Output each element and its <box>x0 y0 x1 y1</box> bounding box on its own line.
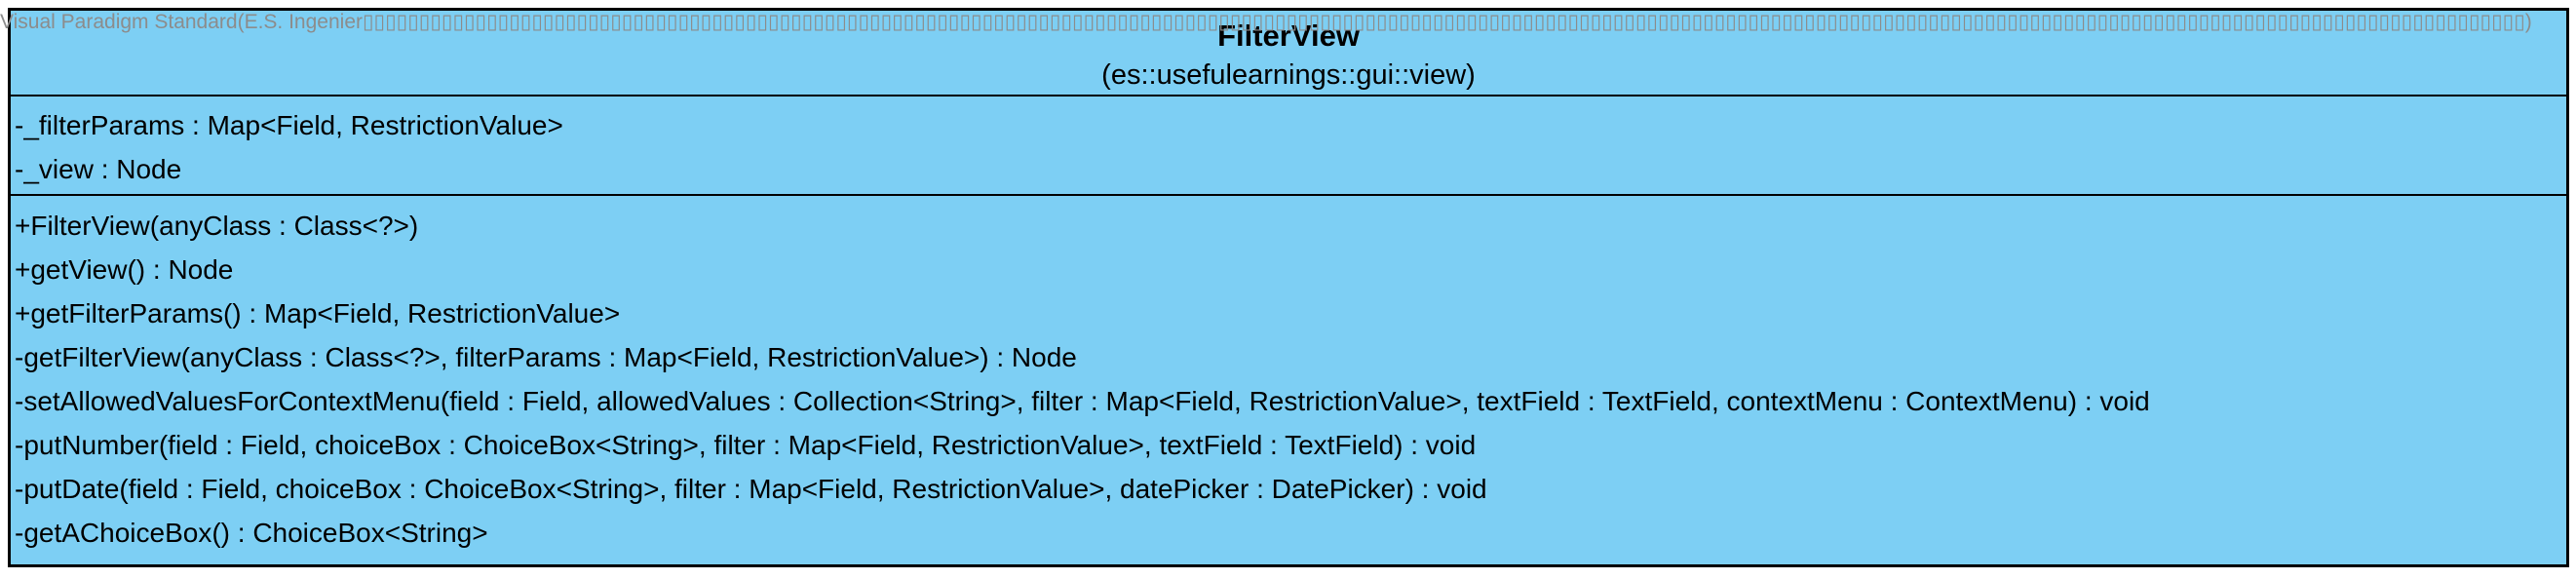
attribute-item: -_filterParams : Map<Field, RestrictionV… <box>15 110 563 140</box>
operation-item: -getFilterView(anyClass : Class<?>, filt… <box>15 342 1077 372</box>
attribute-item: -_view : Node <box>15 154 182 184</box>
class-header-compartment: FilterView (es::usefulearnings::gui::vie… <box>11 11 2566 96</box>
operation-item: -getAChoiceBox() : ChoiceBox<String> <box>15 518 488 548</box>
operation-item: -putDate(field : Field, choiceBox : Choi… <box>15 474 1487 504</box>
class-namespace: (es::usefulearnings::gui::view) <box>1101 59 1476 91</box>
operation-item: +FilterView(anyClass : Class<?>) <box>15 211 419 241</box>
operation-item: -putNumber(field : Field, choiceBox : Ch… <box>15 430 1477 460</box>
operation-item: -setAllowedValuesForContextMenu(field : … <box>15 386 2150 416</box>
operation-item: +getFilterParams() : Map<Field, Restrict… <box>15 298 621 328</box>
operation-item: +getView() : Node <box>15 254 234 285</box>
attributes-compartment: -_filterParams : Map<Field, RestrictionV… <box>11 96 2566 196</box>
uml-class-box[interactable]: FilterView (es::usefulearnings::gui::vie… <box>8 8 2569 567</box>
operations-compartment: +FilterView(anyClass : Class<?>) +getVie… <box>11 196 2566 564</box>
class-name: FilterView <box>1217 19 1360 53</box>
